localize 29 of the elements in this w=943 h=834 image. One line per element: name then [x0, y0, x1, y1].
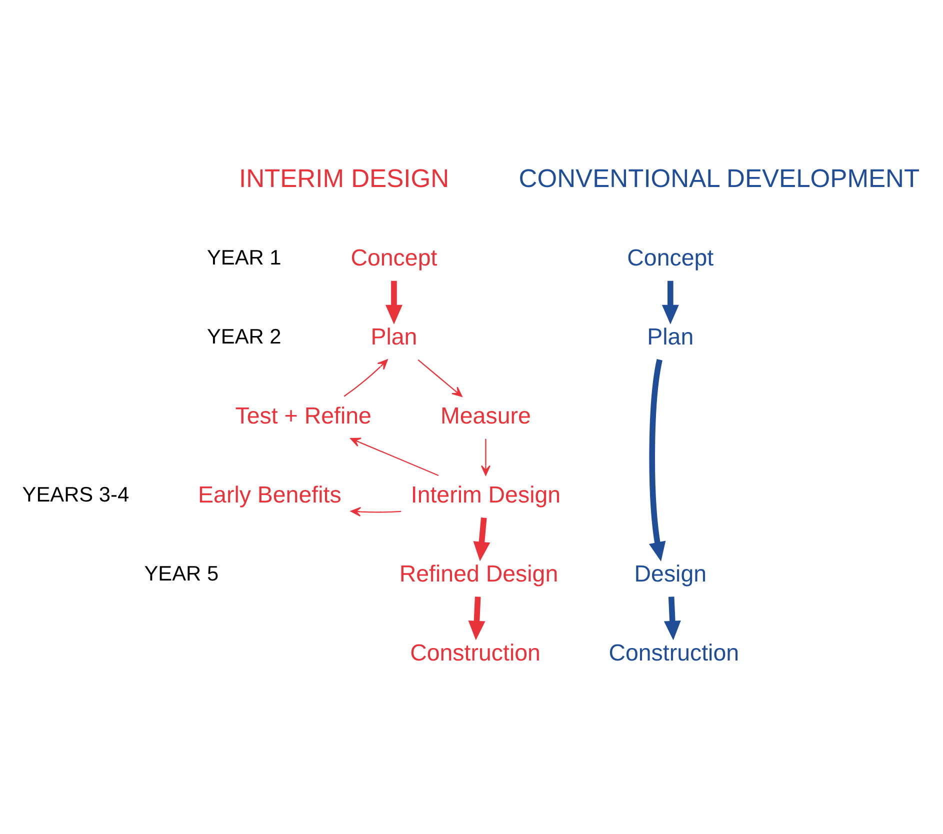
node-text: Construction	[608, 638, 740, 665]
arrow	[350, 506, 402, 516]
arrow	[664, 596, 681, 640]
arrow	[418, 358, 462, 396]
node-text: Plan	[370, 322, 418, 349]
node-text: Design	[634, 560, 707, 586]
label: CONVENTIONAL DEVELOPMENT	[518, 164, 920, 193]
arrow	[648, 358, 666, 561]
node-text: Construction	[410, 638, 540, 665]
arrow	[350, 437, 439, 476]
arrow	[473, 517, 490, 561]
label: YEAR 1	[206, 246, 282, 270]
arrow	[468, 596, 486, 640]
node-text: Test + Refine	[235, 402, 372, 428]
arrow	[480, 438, 490, 476]
node-text: Refined Design	[399, 560, 558, 586]
node-text: Measure	[440, 402, 531, 428]
arrow	[662, 280, 679, 324]
label: YEAR 2	[206, 325, 282, 348]
node-text: Concept	[627, 244, 714, 270]
node-text: Concept	[350, 244, 438, 270]
node-text: Plan	[647, 322, 694, 349]
arrow	[385, 280, 402, 324]
arrow	[344, 358, 388, 396]
label: INTERIM DESIGN	[238, 164, 450, 193]
label: YEAR 5	[144, 562, 219, 586]
node-text: Early Benefits	[198, 480, 342, 507]
label: YEARS 3-4	[22, 483, 130, 506]
node-text: Interim Design	[410, 480, 561, 507]
